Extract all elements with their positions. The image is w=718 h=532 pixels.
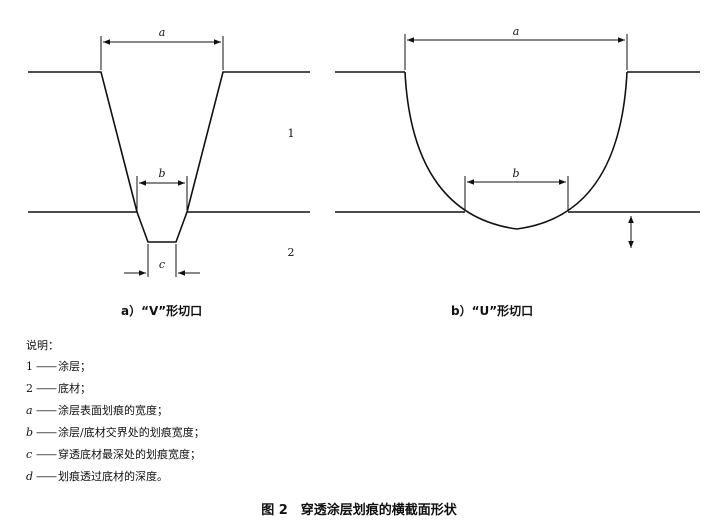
legend-text: 底材； (58, 382, 91, 395)
legend-symbol: b (26, 426, 34, 439)
region-label-coating: 1 (288, 127, 295, 140)
legend-text: 划痕透过底材的深度。 (58, 470, 168, 483)
legend-text: 穿透底材最深处的划痕宽度； (58, 448, 201, 461)
legend-symbol: 1 (26, 360, 33, 373)
legend-text: 涂层/底材交界处的划痕宽度； (58, 426, 205, 439)
legend-dash: —— (36, 404, 57, 417)
u-cut-label-a: a (513, 25, 520, 38)
legend-item: 2——底材； (26, 380, 91, 396)
caption-v-cut: a）“V”形切口 (121, 303, 202, 318)
legend-text: 涂层表面划痕的宽度； (58, 404, 168, 417)
legend-symbol: c (26, 448, 33, 461)
v-cut-label-c: c (159, 258, 165, 271)
legend-item: c——穿透底材最深处的划痕宽度； (26, 446, 201, 462)
v-cut-dimension-b (136, 176, 188, 210)
legend-item: d——划痕透过底材的深度。 (26, 468, 168, 484)
legend-symbol: 2 (26, 382, 33, 395)
u-cut-dimension-b (464, 176, 569, 210)
legend-item: b——涂层/底材交界处的划痕宽度； (26, 424, 205, 440)
legend-symbol: d (26, 470, 34, 483)
v-cut-dimension-a (100, 36, 224, 70)
legend-item: a——涂层表面划痕的宽度； (26, 402, 168, 418)
v-cut-shape (28, 71, 310, 243)
v-cut-label-a: a (159, 26, 166, 39)
legend-dash: —— (36, 470, 57, 483)
legend-text: 涂层； (58, 360, 91, 373)
legend-symbol: a (26, 404, 33, 417)
legend-dash: —— (36, 448, 57, 461)
legend-item: 1——涂层； (26, 358, 91, 374)
region-label-substrate: 2 (288, 246, 295, 259)
v-cut-label-b: b (158, 167, 165, 180)
v-cut-top-surface (28, 71, 310, 243)
u-cut-label-b: b (512, 167, 519, 180)
u-cut-dimension-a (404, 34, 628, 70)
figure-title: 图 2 穿透涂层划痕的横截面形状 (261, 503, 457, 518)
u-cut-shape (335, 71, 700, 230)
v-cut-dimension-c (124, 244, 200, 277)
u-cut-curve (404, 71, 628, 230)
caption-u-cut: b）“U”形切口 (451, 303, 533, 318)
legend-dash: —— (36, 360, 57, 373)
legend-title: 说明： (26, 339, 59, 352)
legend-dash: —— (36, 382, 57, 395)
legend-dash: —— (36, 426, 57, 439)
